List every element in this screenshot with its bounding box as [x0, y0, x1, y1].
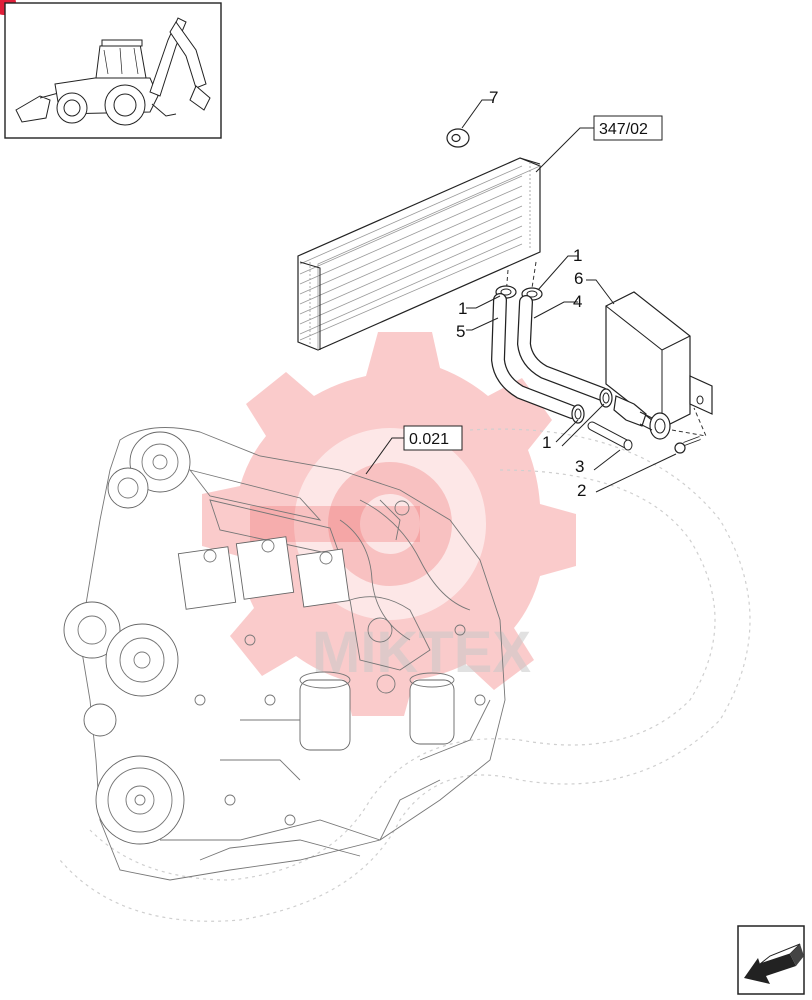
part-5-hose[interactable] — [490, 293, 579, 419]
callout-1-top: 1 — [573, 246, 582, 265]
part-7-grommet[interactable] — [446, 128, 470, 148]
leader-4 — [533, 301, 578, 319]
watermark-gear-logo — [202, 332, 576, 716]
leader-1-left — [466, 295, 501, 309]
reference-label-0-021: 0.021 — [409, 431, 449, 448]
part-2-bolt[interactable] — [674, 436, 701, 454]
leader-0-021 — [365, 437, 404, 475]
leader-6 — [586, 279, 615, 305]
callout-1-left: 1 — [458, 299, 467, 318]
navigation-arrow-button[interactable] — [737, 925, 805, 995]
part-3-pipe[interactable] — [587, 421, 633, 451]
leader-347-02 — [535, 127, 594, 173]
background-track — [59, 428, 751, 922]
leader-1-bottom — [555, 403, 605, 447]
callout-5: 5 — [456, 322, 465, 341]
leader-3 — [593, 449, 621, 471]
connection-dash-right — [531, 261, 537, 289]
reference-label-347-02: 347/02 — [599, 121, 648, 138]
reference-box-347-02[interactable]: 347/02 — [593, 115, 663, 141]
callout-3: 3 — [575, 457, 584, 476]
part-1-clamp-lower-right[interactable] — [599, 388, 613, 408]
leader-7 — [461, 99, 494, 129]
oil-cooler-radiator[interactable] — [297, 157, 541, 351]
machine-thumbnail[interactable] — [4, 2, 222, 139]
part-4-hose[interactable] — [516, 295, 609, 401]
part-6-heater-unit[interactable] — [605, 291, 713, 429]
navigation-arrow-icon — [744, 943, 804, 984]
leader-1-top — [537, 255, 578, 291]
backhoe-loader-icon — [15, 17, 211, 126]
leader-2 — [595, 453, 677, 493]
callout-2: 2 — [577, 481, 586, 500]
part-1-clamp-lower-left[interactable] — [571, 404, 585, 424]
reference-box-0-021[interactable]: 0.021 — [403, 425, 463, 451]
callout-7: 7 — [489, 88, 498, 107]
callout-4: 4 — [573, 292, 582, 311]
leader-5 — [466, 317, 499, 331]
part-fitting-valve[interactable] — [613, 395, 671, 440]
callout-1-bottom: 1 — [542, 433, 551, 452]
callout-6: 6 — [574, 269, 583, 288]
engine-assembly[interactable] — [63, 427, 506, 881]
